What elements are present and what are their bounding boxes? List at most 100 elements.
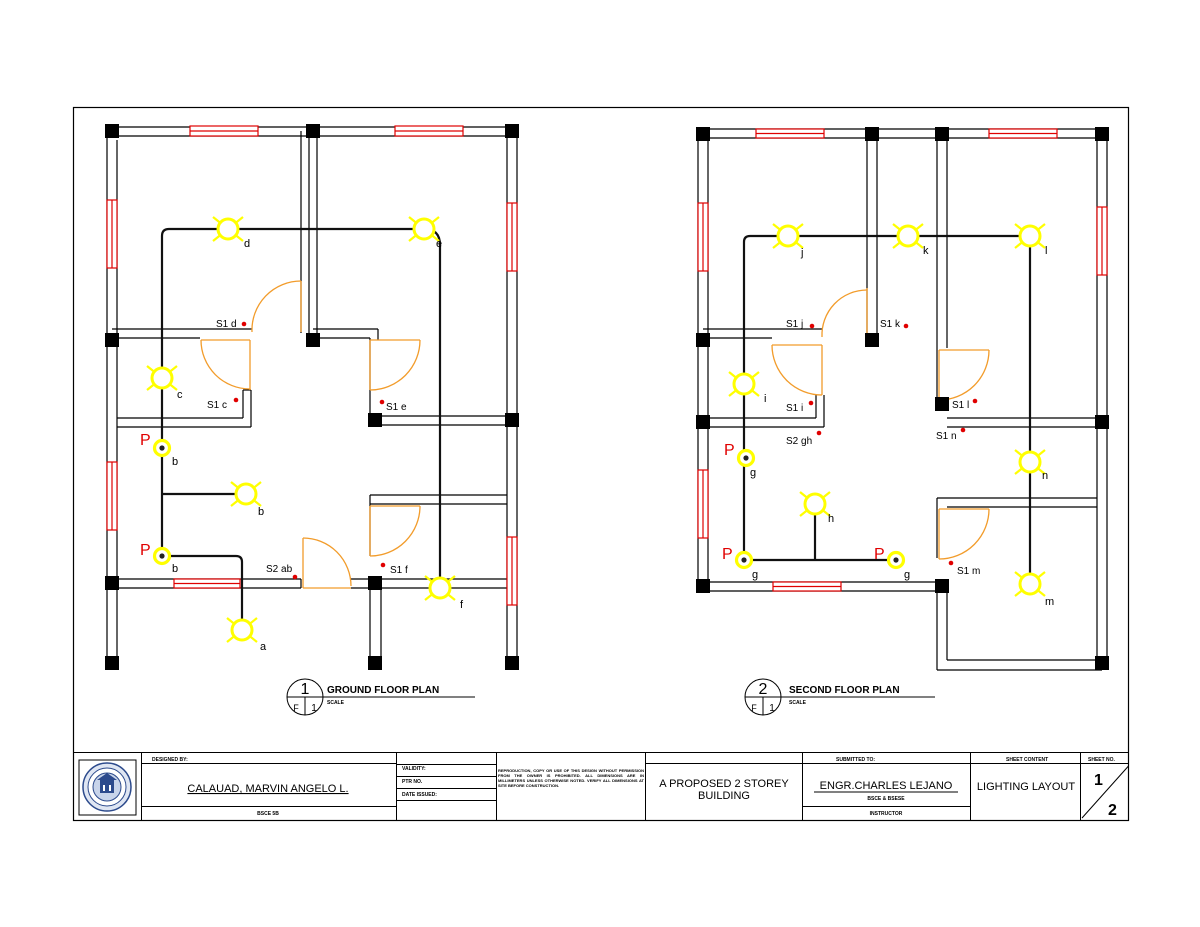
light-fixture-d: [211, 215, 245, 243]
light-label-n: n: [1042, 470, 1048, 482]
switch-label-s1i: S1 i: [786, 403, 803, 414]
switch-label-s1d: S1 d: [216, 319, 237, 330]
light-label-l: l: [1045, 245, 1047, 257]
outlet-g-corner: [734, 550, 754, 570]
light-label-e: e: [436, 238, 442, 250]
disclaimer-notes: REPRODUCTION, COPY OR USE OF THIS DESIGN…: [498, 768, 644, 788]
second-floor-windows: [697, 128, 1108, 592]
light-label-j: j: [800, 247, 803, 259]
outlet-b-lower: [152, 546, 172, 566]
light-fixture-c: [145, 364, 179, 392]
light-fixture-m: [1013, 570, 1047, 598]
light-fixture-j: [771, 222, 805, 250]
light-fixture-b: [229, 480, 263, 508]
ground-floor-title: 1 F 1 GROUND FLOOR PLAN SCALE: [286, 678, 475, 716]
light-label-a: a: [260, 641, 267, 653]
submitted-to-role: INSTRUCTOR: [870, 811, 903, 817]
designer-name: CALAUAD, MARVIN ANGELO L.: [187, 783, 348, 795]
second-floor-title: 2 F 1 SECOND FLOOR PLAN SCALE: [744, 678, 935, 716]
light-fixture-l: [1013, 222, 1047, 250]
second-scale-label: SCALE: [789, 700, 807, 706]
ground-floor-doors: [200, 280, 421, 589]
second-plan-title: SECOND FLOOR PLAN: [789, 685, 900, 696]
switch-label-s1k: S1 k: [880, 319, 901, 330]
outlet-symbol-4: P: [722, 546, 733, 563]
ground-scale-label: SCALE: [327, 700, 345, 706]
second-floor-lights: [727, 222, 1047, 598]
switch-label-s2ab: S2 ab: [266, 564, 293, 575]
light-fixture-n: [1013, 448, 1047, 476]
switch-label-s1j: S1 j: [786, 319, 803, 330]
outlet-symbol-1: P: [140, 432, 151, 449]
date-issued-label: DATE ISSUED:: [402, 792, 437, 798]
second-floor-plan: [697, 128, 1108, 671]
sheet-total: 2: [1108, 802, 1117, 819]
title-block-text: DESIGNED BY: CALAUAD, MARVIN ANGELO L. B…: [152, 757, 1117, 819]
light-label-g2: g: [752, 569, 758, 581]
ptr-label: PTR NO.: [402, 779, 423, 785]
ground-floor-switch-dots: [233, 321, 386, 580]
light-label-h: h: [828, 513, 834, 525]
ground-floor-plan: [106, 126, 518, 663]
outlet-symbol-5: P: [874, 546, 885, 563]
submitted-to-name: ENGR.CHARLES LEJANO: [820, 780, 953, 792]
light-label-d: d: [244, 238, 250, 250]
ground-plan-title: GROUND FLOOR PLAN: [327, 685, 439, 696]
light-fixture-f: [423, 574, 457, 602]
second-sheet-ref-right: 1: [769, 703, 775, 714]
light-label-b1: b: [172, 456, 178, 468]
light-label-f: f: [460, 599, 464, 611]
ground-floor-labels: d e c b b b a f P P S1 d S1 c S1 e S2 ab…: [140, 238, 464, 653]
outlet-g-right: [886, 550, 906, 570]
title-block: [73, 752, 1129, 821]
outlet-b-upper: [152, 438, 172, 458]
outlet-symbol-3: P: [724, 442, 735, 459]
light-label-b2: b: [258, 506, 264, 518]
validity-label: VALIDITY:: [402, 766, 426, 772]
light-fixture-a: [225, 616, 259, 644]
switch-label-s1l: S1 l: [952, 400, 969, 411]
switch-label-s1e: S1 e: [386, 402, 407, 413]
switch-label-s1c: S1 c: [207, 400, 227, 411]
designed-by-label: DESIGNED BY:: [152, 757, 188, 763]
light-fixture-e: [407, 215, 441, 243]
second-floor-switch-dots: [808, 323, 978, 566]
light-fixture-h: [798, 490, 832, 518]
light-label-m: m: [1045, 596, 1054, 608]
designer-role: BSCE 5B: [257, 811, 279, 817]
switch-label-s1n: S1 n: [936, 431, 957, 442]
ground-plan-number: 1: [301, 681, 310, 698]
light-label-c: c: [177, 389, 183, 401]
light-label-k: k: [923, 245, 929, 257]
sheet-border: [72, 106, 1130, 822]
switch-label-s1f: S1 f: [390, 565, 408, 576]
sheet-content-label: SHEET CONTENT: [1006, 757, 1048, 763]
submitted-to-label: SUBMITTED TO:: [836, 757, 875, 763]
second-floor-labels: j k l i g h n g g m P P P S1 j S1 k S1 i…: [722, 245, 1054, 608]
project-title: A PROPOSED 2 STOREY BUILDING: [659, 778, 789, 802]
sheet-number: 1: [1094, 772, 1103, 789]
submitted-to-dept: BSCE & BSESE: [867, 796, 905, 802]
second-floor-columns: [696, 127, 1109, 670]
light-label-g1: g: [750, 467, 756, 479]
sheet-content: LIGHTING LAYOUT: [977, 781, 1075, 793]
school-seal-logo: [78, 759, 137, 816]
light-fixture-i: [727, 370, 761, 398]
second-floor-doors: [771, 288, 990, 560]
outlet-symbol-2: P: [140, 542, 151, 559]
sheet-no-label: SHEET NO.: [1088, 757, 1116, 763]
second-plan-number: 2: [759, 681, 768, 698]
light-label-g3: g: [904, 569, 910, 581]
light-fixture-k: [891, 222, 925, 250]
ground-sheet-ref-right: 1: [311, 703, 317, 714]
second-sheet-ref-left: F: [751, 703, 757, 713]
light-label-b3: b: [172, 563, 178, 575]
switch-label-s2gh: S2 gh: [786, 436, 812, 447]
ground-sheet-ref-left: F: [293, 703, 299, 713]
light-label-i: i: [764, 393, 766, 405]
switch-label-s1m: S1 m: [957, 566, 980, 577]
ground-floor-windows: [106, 125, 518, 606]
outlet-g-left: [736, 448, 756, 468]
second-floor-wiring: [742, 234, 1032, 582]
